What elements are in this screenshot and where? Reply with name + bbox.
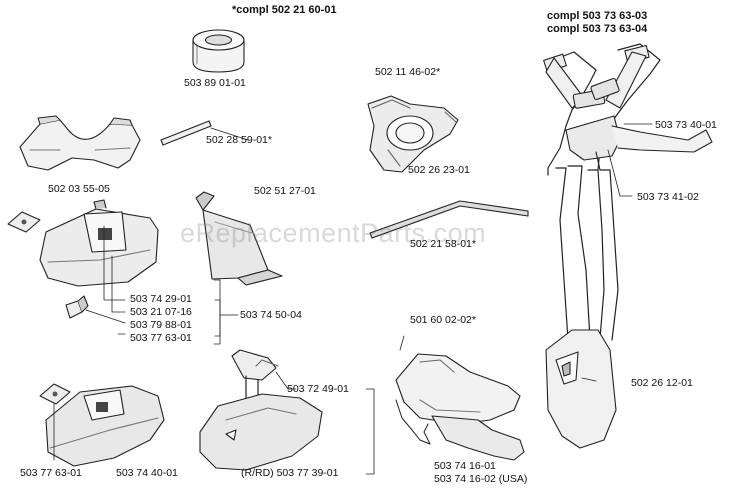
part-label-503-72-49-01: 503 72 49-01 (287, 383, 349, 395)
part-label-503-74-16-01: 503 74 16-01 (434, 460, 496, 472)
part-label-502-26-23-01: 502 26 23-01 (408, 164, 470, 176)
lower-small-plate-part (39, 383, 71, 461)
bracket-callout-lines (275, 371, 375, 475)
watermark: eReplacementParts.com (180, 218, 487, 248)
part-label-503-73-41-02: 503 73 41-02 (637, 191, 699, 203)
trimmer-head-part (367, 95, 459, 173)
holster-part (395, 353, 525, 461)
part-label-503-77-63-01-a: 503 77 63-01 (130, 332, 192, 344)
part-label-503-74-16-02-usa: 503 74 16-02 (USA) (434, 473, 528, 485)
part-label-503-21-07-16: 503 21 07-16 (130, 306, 192, 318)
guard-insert-part (19, 115, 141, 171)
part-label-503-79-88-01: 503 79 88-01 (130, 319, 192, 331)
part-label-502-11-46-02: 502 11 46-02* (375, 66, 441, 78)
part-label-503-89-01-01: 503 89 01-01 (184, 77, 246, 89)
part-label-503-74-40-01: 503 74 40-01 (116, 467, 178, 479)
small-plate-part (7, 211, 41, 233)
part-label-501-60-02-02: 501 60 02-02* (410, 314, 476, 326)
part-label-503-74-50-04: 503 74 50-04 (240, 309, 302, 321)
part-label-502-51-27-01: 502 51 27-01 (254, 185, 316, 197)
kit-header-a: *compl 502 21 60-01 (232, 4, 337, 16)
kit-header-b-1: compl 503 73 63-03 (547, 10, 648, 22)
harness-part (543, 43, 713, 449)
grease-tube-part (195, 191, 283, 286)
guard-callout-lines (85, 225, 239, 337)
part-label-503-74-29-01: 503 74 29-01 (130, 293, 192, 305)
guard-assembly-part (39, 199, 159, 287)
harness-callout-lines (581, 123, 653, 382)
pin-part (160, 120, 212, 146)
bracket-guard-part (199, 349, 323, 471)
part-label-502-21-58-01: 502 21 58-01* (410, 238, 476, 250)
holster-callout-line (399, 335, 405, 351)
clip-part (65, 295, 89, 319)
part-label-502-28-59-01: 502 28 59-01* (206, 134, 272, 146)
part-label-503-73-40-01: 503 73 40-01 (655, 119, 717, 131)
part-label-502-03-55-05: 502 03 55-05 (48, 183, 110, 195)
kit-header-b-2: compl 503 73 63-04 (547, 23, 648, 35)
hex-key-part (369, 200, 529, 239)
part-label-502-26-12-01: 502 26 12-01 (631, 377, 693, 389)
group-bracket (213, 279, 221, 345)
spool-part (192, 29, 245, 73)
part-label-r-rd-503-77-39-01: (R/RD) 503 77 39-01 (241, 467, 339, 479)
part-label-503-77-63-01-b: 503 77 63-01 (20, 467, 82, 479)
lower-guard-part (45, 385, 165, 467)
